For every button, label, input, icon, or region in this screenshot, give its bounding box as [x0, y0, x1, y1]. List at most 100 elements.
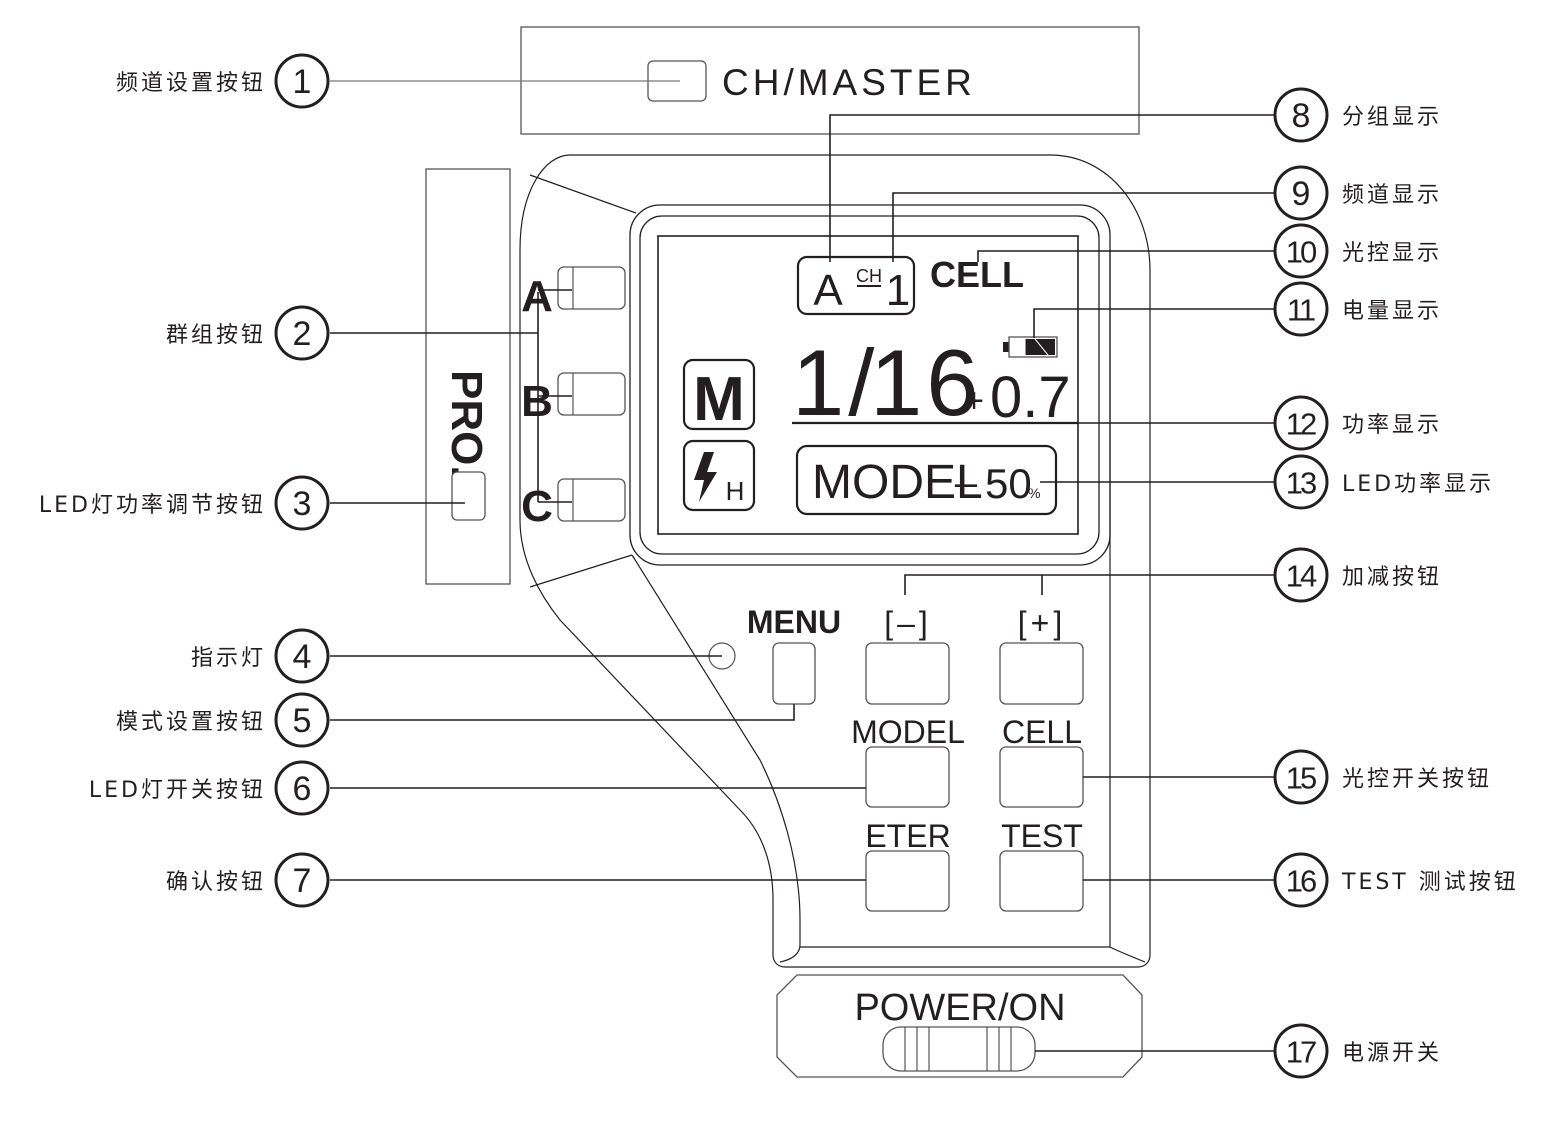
led-power-box — [795, 444, 1058, 516]
lcd-ch-label: CH — [856, 266, 882, 286]
power-switch[interactable] — [882, 1026, 1036, 1072]
group-button-a[interactable] — [557, 266, 626, 310]
cell-button[interactable] — [999, 746, 1084, 808]
callout-text: LED灯功率调节按钮 — [39, 493, 266, 518]
callout-text: 频道显示 — [1342, 183, 1442, 208]
callout-text: 光控显示 — [1342, 241, 1442, 266]
callout-number: 10 — [1286, 235, 1317, 270]
callout-number: 8 — [1292, 97, 1311, 135]
callout-number: 17 — [1286, 1035, 1316, 1070]
group-button-c[interactable] — [557, 478, 626, 522]
lcd-led-dash: – — [955, 461, 978, 505]
lcd-channel-value: 1 — [886, 266, 910, 315]
lcd-contents: A CH 1 CELL M 1/ 16 + 0.7 H MODEL – 50 % — [682, 254, 1078, 516]
callout-1: 1 频道设置按钮 — [116, 53, 330, 109]
callout-6: 6 LED灯开关按钮 — [89, 760, 330, 816]
lcd-mode-value: M — [693, 365, 745, 434]
group-label-b: B — [521, 377, 553, 426]
callout-number: 2 — [293, 315, 312, 353]
callouts-right: 8 分组显示 9 频道显示 10 光控显示 11 电量显示 12 功率显示 13… — [1273, 87, 1519, 1079]
callout-17: 17 电源开关 — [1273, 1023, 1442, 1079]
callout-text: LED灯开关按钮 — [89, 778, 266, 803]
callout-10: 10 光控显示 — [1273, 223, 1442, 279]
callouts-left: 1 频道设置按钮 2 群组按钮 3 LED灯功率调节按钮 4 指示灯 5 模式设… — [39, 53, 330, 908]
plus-button[interactable] — [999, 642, 1084, 705]
callout-text: 指示灯 — [191, 646, 266, 671]
lcd-power-fraction-den: 16 — [870, 330, 983, 435]
callout-number: 14 — [1286, 559, 1317, 594]
callout-number: 12 — [1286, 407, 1316, 442]
flash-mode-box — [682, 439, 756, 512]
lcd-ev-value: 0.7 — [990, 365, 1071, 430]
callout-12: 12 功率显示 — [1273, 395, 1442, 451]
battery-level-fill — [1025, 339, 1055, 355]
plus-label: [+] — [1018, 605, 1066, 641]
callout-text: TEST 测试按钮 — [1341, 870, 1519, 895]
callout-number: 5 — [293, 702, 312, 740]
callout-15: 15 光控开关按钮 — [1273, 749, 1492, 805]
model-button[interactable] — [865, 746, 950, 808]
lcd-group-value: A — [813, 266, 843, 315]
callout-number: 13 — [1286, 466, 1316, 501]
callout-number: 1 — [293, 63, 312, 101]
callout-text: 加减按钮 — [1342, 565, 1442, 590]
minus-label: [–] — [884, 605, 932, 641]
callout-text: 确认按钮 — [166, 870, 266, 895]
lcd-ev-sign: + — [964, 382, 984, 420]
callout-3: 3 LED灯功率调节按钮 — [39, 475, 330, 531]
cell-label: CELL — [1002, 714, 1082, 750]
lcd-power-fraction-num: 1/ — [792, 330, 878, 435]
lcd-led-power: 50 — [985, 460, 1032, 507]
callout-text: 模式设置按钮 — [116, 710, 266, 735]
callout-7: 7 确认按钮 — [166, 852, 330, 908]
callout-number: 6 — [293, 770, 312, 808]
callout-number: 9 — [1292, 175, 1311, 213]
minus-button[interactable] — [865, 642, 950, 705]
enter-label: ETER — [865, 818, 950, 854]
lcd-flash-suffix: H — [726, 476, 745, 506]
callout-text: 光控开关按钮 — [1342, 767, 1492, 792]
callout-text: 电源开关 — [1342, 1041, 1442, 1066]
group-button-b[interactable] — [557, 372, 626, 416]
group-channel-box — [796, 255, 916, 316]
mode-box — [682, 358, 756, 431]
led-power-adjust-button[interactable] — [451, 471, 486, 521]
menu-label: MENU — [747, 604, 841, 640]
callout-2: 2 群组按钮 — [166, 305, 330, 361]
pro-label: PRO. — [442, 370, 491, 478]
control-buttons: MENU [–] [+] MODEL CELL ETER TEST — [708, 604, 1084, 912]
group-buttons: A B C — [521, 266, 626, 531]
ch-master-label: CH/MASTER — [722, 62, 976, 103]
callout-16: 16 TEST 测试按钮 — [1273, 852, 1519, 908]
callout-14: 14 加减按钮 — [1273, 547, 1442, 603]
callout-4: 4 指示灯 — [191, 628, 330, 684]
callout-text: 分组显示 — [1342, 105, 1442, 130]
callout-number: 3 — [293, 485, 312, 523]
test-label: TEST — [1001, 818, 1083, 854]
callout-number: 15 — [1286, 761, 1316, 796]
menu-button[interactable] — [772, 642, 816, 705]
callout-number: 7 — [293, 862, 312, 900]
lcd-led-unit: % — [1028, 485, 1040, 501]
callout-9: 9 频道显示 — [1273, 165, 1442, 221]
power-panel: POWER/ON — [776, 974, 1143, 1078]
callout-text: 频道设置按钮 — [116, 71, 266, 96]
pro-panel: PRO. — [425, 168, 511, 585]
callout-number: 4 — [293, 638, 312, 676]
callout-11: 11 电量显示 — [1273, 281, 1442, 337]
leader-lines — [330, 80, 1275, 1052]
enter-button[interactable] — [865, 850, 950, 912]
test-button[interactable] — [999, 850, 1084, 912]
callout-text: 功率显示 — [1342, 413, 1442, 438]
model-label: MODEL — [851, 714, 965, 750]
callout-8: 8 分组显示 — [1273, 87, 1442, 143]
flash-bolt-icon — [694, 452, 717, 502]
group-label-a: A — [521, 272, 553, 321]
lcd-led-mode: MODEL — [812, 456, 983, 509]
callout-5: 5 模式设置按钮 — [116, 692, 330, 748]
battery-icon — [1003, 336, 1058, 358]
callout-text: 群组按钮 — [166, 323, 266, 348]
power-label: POWER/ON — [854, 987, 1065, 1029]
callout-text: 电量显示 — [1342, 299, 1442, 324]
callout-text: LED功率显示 — [1342, 472, 1494, 497]
